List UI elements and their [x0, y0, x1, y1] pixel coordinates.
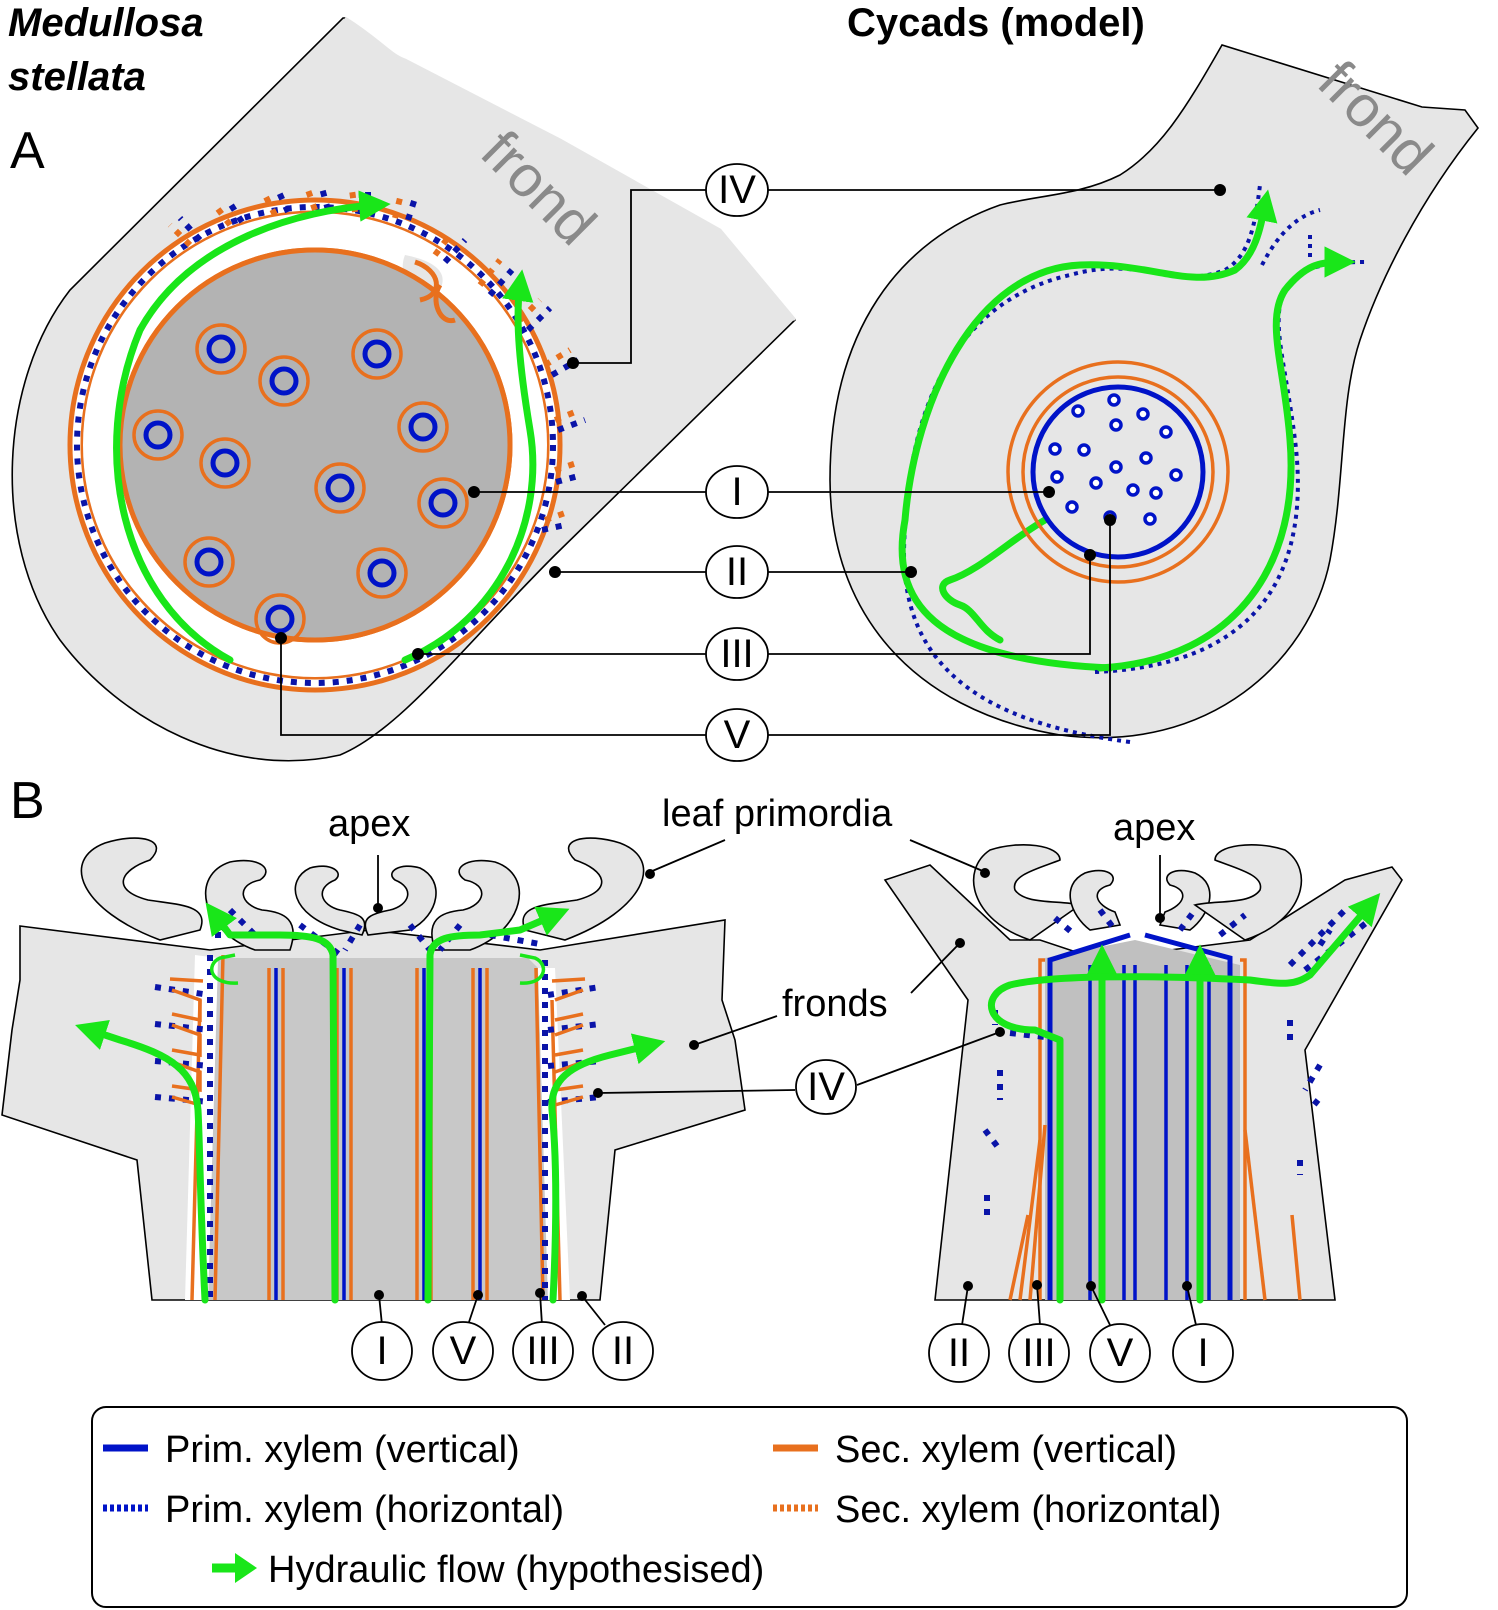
legend-label-prim-horizontal: Prim. xylem (horizontal): [165, 1489, 564, 1531]
callout-v-b-right: [1089, 1323, 1151, 1383]
callout-ii-a: [705, 545, 769, 599]
cycad-flow-arrow-upper: [898, 189, 1278, 672]
title-stellata: stellata: [8, 55, 146, 99]
legend-box: [91, 1406, 1408, 1608]
cycad-flow-lateral: [988, 893, 1381, 1304]
callout-iii-a: [705, 627, 769, 681]
callout-ii-b-right: [928, 1323, 990, 1383]
callout-iv-a: [705, 163, 769, 217]
legend-swatch-hydraulic-flow: [212, 1553, 257, 1583]
svg-text:I: I: [731, 470, 742, 514]
leaf-primordia-label: leaf primordia: [662, 793, 893, 835]
callout-i-a: [705, 465, 769, 519]
cycad-primary-xylem-ring: [1030, 384, 1206, 560]
medullosa-flow-left-apex: [205, 902, 339, 1304]
cycad-longitudinal-section: [883, 844, 1403, 1304]
cycad-pith-longitudinal: [1045, 940, 1240, 1300]
legend-label-hydraulic-flow: Hydraulic flow (hypothesised): [268, 1549, 764, 1591]
cycad-flow-arrow-lower: [1096, 246, 1356, 672]
cycad-secondary-xylem-ring: [1006, 360, 1230, 584]
svg-text:III: III: [526, 1329, 559, 1373]
svg-text:IV: IV: [807, 1065, 845, 1109]
svg-text:I: I: [376, 1329, 387, 1373]
medullosa-longitudinal-section: [1, 837, 746, 1304]
title-cycads: Cycads (model): [847, 1, 1145, 45]
fronds-label: fronds: [782, 983, 888, 1025]
panel-label-a: A: [10, 122, 45, 180]
legend-label-prim-vertical: Prim. xylem (vertical): [165, 1429, 520, 1471]
callout-v-b-left: [432, 1321, 494, 1381]
hydraulic-flow-arrow-right: [401, 269, 537, 664]
leaf-primordia-right: [972, 844, 1303, 941]
medullosa-side-combs: [154, 977, 601, 1107]
apex-label-right: apex: [1113, 807, 1195, 849]
svg-text:II: II: [612, 1329, 634, 1373]
svg-text:IV: IV: [718, 168, 756, 212]
cycad-horizontal-traces: [982, 907, 1372, 1215]
title-medullosa: Medullosa: [8, 1, 204, 45]
panel-label-b: B: [10, 772, 45, 830]
outer-secondary-xylem-ring: [67, 197, 563, 693]
leaf-primordia-left: [80, 837, 645, 951]
apex-label-left: apex: [328, 803, 410, 845]
legend-label-sec-horizontal: Sec. xylem (horizontal): [835, 1489, 1221, 1531]
svg-text:III: III: [1022, 1331, 1055, 1375]
medullosa-cross-section: frond: [11, 16, 797, 762]
callout-iii-b-right: [1008, 1323, 1070, 1383]
callout-i-b-right: [1172, 1323, 1234, 1383]
cycad-stem-outline: [829, 44, 1480, 739]
callout-ii-b-left: [592, 1321, 654, 1381]
medullosa-flow-right-side: [548, 1033, 666, 1304]
svg-text:V: V: [724, 713, 751, 757]
callout-v-a: [705, 708, 769, 762]
svg-text:V: V: [450, 1329, 477, 1373]
panel-b-labels: apex leaf primordia apex fronds IV I V I…: [328, 793, 1234, 1383]
medullosa-flow-left-side: [75, 1020, 209, 1304]
svg-text:II: II: [726, 550, 748, 594]
svg-text:II: II: [948, 1331, 970, 1375]
callout-iii-b-left: [512, 1321, 574, 1381]
svg-text:V: V: [1107, 1331, 1134, 1375]
hydraulic-flow-arrow-top: [113, 190, 391, 664]
legend-label-sec-vertical: Sec. xylem (vertical): [835, 1429, 1177, 1471]
medullosa-pith-longitudinal: [208, 958, 548, 1300]
panel-a-callouts: IV I II III V: [275, 163, 1226, 762]
cycad-vertical-strands: [1008, 932, 1302, 1301]
svg-text:III: III: [720, 632, 753, 676]
callout-iv-b: [795, 1059, 857, 1115]
legend: Prim. xylem (vertical) Sec. xylem (verti…: [91, 1406, 1408, 1608]
cycad-cross-section: frond: [829, 44, 1480, 744]
svg-text:I: I: [1197, 1331, 1208, 1375]
medullosa-flow-right-apex: [424, 906, 570, 1304]
medullosa-pith: [120, 250, 510, 640]
callout-i-b-left: [351, 1321, 413, 1381]
